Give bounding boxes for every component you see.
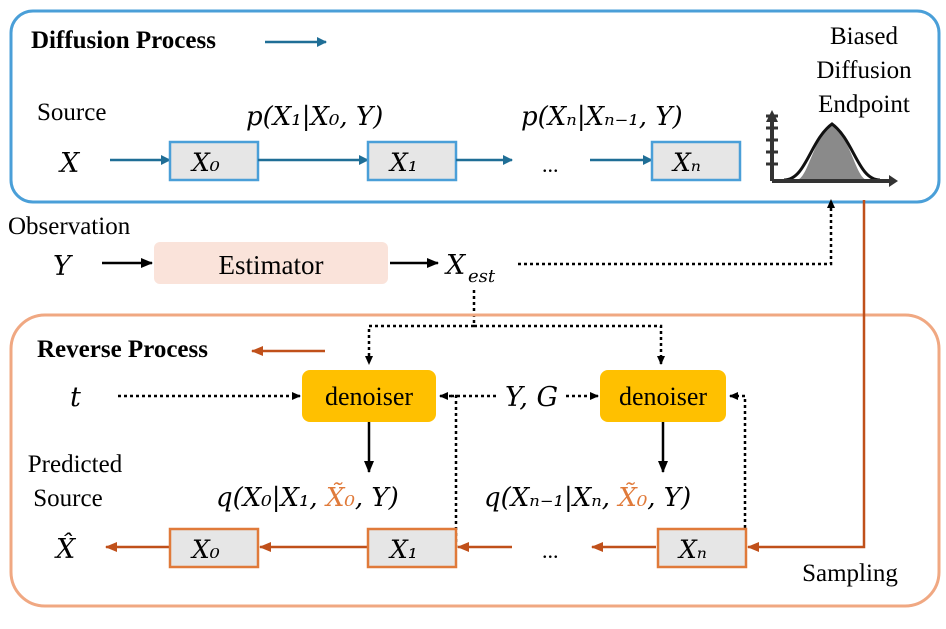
reverse-process-frame xyxy=(9,313,941,608)
xest-down-dotted xyxy=(365,290,476,365)
x-est-symbol: X est xyxy=(444,250,496,287)
forward-box-xn xyxy=(650,140,742,182)
forward-transition-1: p(X₁|X₀, Y) xyxy=(246,102,383,132)
forward-ellipsis: ... xyxy=(542,152,559,177)
xest-to-endpoint-dotted xyxy=(518,199,835,266)
forward-transition-n: p(Xₙ|Xₙ₋₁, Y) xyxy=(521,102,683,132)
reverse-box-xn xyxy=(656,527,748,569)
estimator-box xyxy=(154,242,388,284)
denoiser-box-2 xyxy=(600,370,726,422)
sampling-label: Sampling xyxy=(802,560,898,587)
forward-box-x1-label: X₁ xyxy=(388,148,418,177)
reverse-box-xn-label: Xₙ xyxy=(677,535,707,564)
diffusion-process-title: Diffusion Process xyxy=(31,27,216,54)
reverse-box-x1 xyxy=(366,527,458,569)
xest-to-denoiser2-dotted xyxy=(474,324,665,365)
predicted-xhat-symbol: X̂ xyxy=(54,532,77,565)
endpoint-label-line1: Biased xyxy=(830,23,899,50)
svg-text:X: X xyxy=(444,250,467,281)
reverse-box-x1-label: X₁ xyxy=(388,535,418,564)
denoiser-box-2-label: denoiser xyxy=(619,382,707,411)
observation-y-symbol: Y xyxy=(53,251,73,282)
forward-box-xn-label: Xₙ xyxy=(671,148,701,177)
reverse-box-x0-label: X₀ xyxy=(190,535,220,564)
time-t-symbol: t xyxy=(70,382,81,413)
yg-label: Y, G xyxy=(505,382,558,413)
sampling-path xyxy=(747,200,866,552)
svg-text:est: est xyxy=(468,266,496,287)
diffusion-process-frame xyxy=(9,9,941,204)
denoiser-box-1-label: denoiser xyxy=(325,382,413,411)
predicted-source-line2: Source xyxy=(33,485,102,512)
gaussian-distribution-icon xyxy=(766,110,898,187)
reverse-transition-n: q(Xₙ₋₁|Xₙ, X̃₀, Y) xyxy=(484,482,691,513)
reverse-process-title: Reverse Process xyxy=(37,336,208,363)
endpoint-label-line2: Diffusion xyxy=(816,57,912,84)
forward-box-x0 xyxy=(168,140,260,182)
observation-label: Observation xyxy=(8,213,131,240)
xn-feedback-dotted xyxy=(729,392,747,528)
predicted-source-line1: Predicted xyxy=(28,451,123,478)
forward-box-x1 xyxy=(366,140,458,182)
reverse-ellipsis: ... xyxy=(542,538,559,563)
reverse-box-x0 xyxy=(168,527,260,569)
source-x-symbol: X xyxy=(58,148,81,179)
x1-feedback-dotted xyxy=(440,394,458,548)
denoiser-box-1 xyxy=(302,370,436,422)
endpoint-label-line3: Endpoint xyxy=(818,91,910,118)
reverse-transition-1: q(X₀|X₁, X̃₀, Y) xyxy=(216,482,399,513)
source-label: Source xyxy=(37,99,106,126)
estimator-label: Estimator xyxy=(219,250,324,280)
forward-box-x0-label: X₀ xyxy=(190,148,220,177)
